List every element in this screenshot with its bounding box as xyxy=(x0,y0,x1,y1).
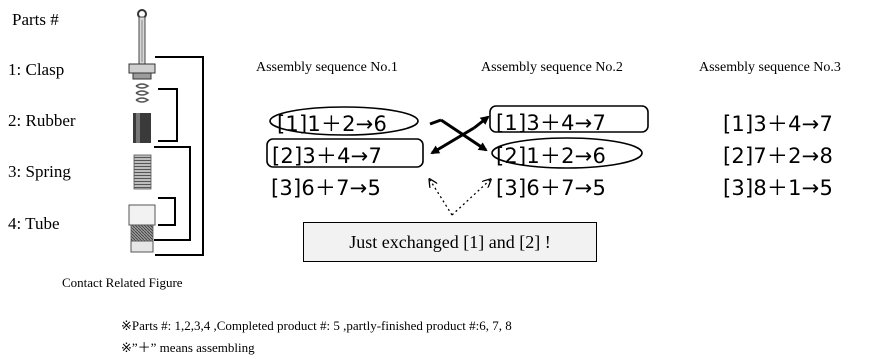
bracket-clasp-tube xyxy=(155,56,204,256)
seq1-step1: [1]1＋2→6 xyxy=(277,112,388,136)
figure-caption: Contact Related Figure xyxy=(62,275,183,290)
seq1-step3: [3]6＋7→5 xyxy=(271,176,382,200)
seq2-step2: [2]1＋2→6 xyxy=(496,144,607,168)
seq2-title: Assembly sequence No.2 xyxy=(481,60,623,75)
small-coil-illustration xyxy=(135,83,150,103)
part-label-clasp: 1: Clasp xyxy=(8,60,65,79)
footnote-parts: ※Parts #: 1,2,3,4 ,Completed product #: … xyxy=(121,318,512,333)
callout-arrow-left xyxy=(430,180,453,216)
seq3-step2: [2]7＋2→8 xyxy=(723,144,834,168)
footnote-assembling: ※”＋” means assembling xyxy=(121,340,255,355)
bracket-spring-tube-outer xyxy=(154,146,191,241)
seq3-step1: [1]3＋4→7 xyxy=(723,112,834,136)
callout-arrow-right xyxy=(451,180,490,216)
rubber-illustration xyxy=(133,113,151,143)
part-label-rubber: 2: Rubber xyxy=(8,111,76,130)
spring-illustration xyxy=(133,154,152,190)
bracket-clasp-rubber xyxy=(158,88,178,142)
exchange-arrow-left xyxy=(430,126,475,155)
exchange-arrow-up xyxy=(473,115,490,130)
exchange-callout: Just exchanged [1] and [2] ! xyxy=(303,222,597,262)
bracket-spring-tube-inner xyxy=(158,197,176,226)
clasp-illustration xyxy=(128,9,156,80)
exchange-arrow-tail xyxy=(429,118,442,126)
seq2-step2-highlight xyxy=(491,137,643,169)
seq1-step2-highlight xyxy=(266,138,424,168)
parts-header: Parts # xyxy=(12,10,59,29)
seq2-step1: [1]3＋4→7 xyxy=(496,111,607,135)
seq2-step3: [3]6＋7→5 xyxy=(496,176,607,200)
part-label-spring: 3: Spring xyxy=(8,162,71,181)
seq2-step1-highlight xyxy=(489,105,649,133)
seq1-step1-highlight xyxy=(269,106,419,136)
part-label-tube: 4: Tube xyxy=(8,214,60,233)
seq3-step3: [3]8＋1→5 xyxy=(723,176,834,200)
connection-brackets xyxy=(154,56,204,256)
seq1-step2: [2]3＋4→7 xyxy=(272,144,383,168)
seq3-title: Assembly sequence No.3 xyxy=(699,60,841,75)
tube-illustration xyxy=(128,204,156,253)
seq1-title: Assembly sequence No.1 xyxy=(256,60,398,75)
